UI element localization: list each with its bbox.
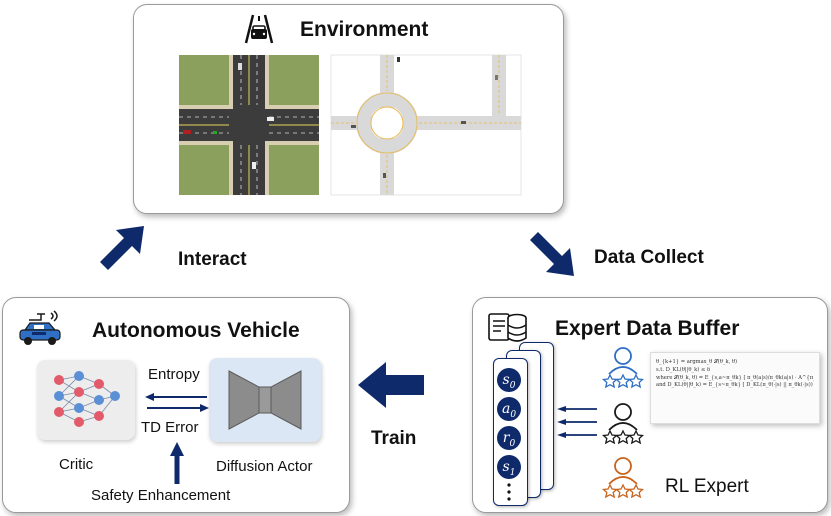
road-icon	[244, 14, 274, 44]
formula-line-3: where 𝓛(θ_k, θ) = E_{s,a~π_θk} [ π_θ(a|s…	[656, 374, 814, 381]
entropy-arrow	[145, 393, 207, 401]
car-icon	[19, 310, 61, 345]
td-error-label: TD Error	[141, 419, 199, 436]
train-arrow	[358, 362, 424, 408]
diffusion-model-icon	[228, 370, 302, 430]
expert-black-icon	[601, 403, 645, 445]
environment-panel: Environment	[133, 4, 564, 214]
roundabout-image	[330, 54, 522, 196]
actor-label: Diffusion Actor	[216, 458, 313, 475]
formula-line-4: and D̄_KL(θ||θ_k) = E_{s~π_θk} [ D_KL(π_…	[656, 382, 814, 389]
token-r0: r0	[497, 426, 521, 450]
buffer-title: Expert Data Buffer	[555, 317, 740, 340]
safety-arrow	[170, 442, 184, 484]
autonomous-vehicle-panel: Autonomous Vehicle Critic Diffusion Acto…	[2, 297, 350, 513]
token-s1: s1	[497, 455, 521, 479]
database-icon	[488, 313, 527, 342]
formula-line-1: θ_{k+1} = argmax_θ 𝓛(θ_k, θ)	[656, 359, 738, 365]
critic-label: Critic	[59, 456, 94, 473]
interact-label: Interact	[178, 249, 247, 270]
data-collect-label: Data Collect	[594, 247, 704, 268]
safety-label: Safety Enhancement	[91, 487, 231, 504]
rl-expert-label: RL Expert	[665, 476, 749, 497]
diffusion-actor-card	[209, 358, 321, 442]
expert-orange-icon	[601, 457, 645, 499]
neural-network-icon	[54, 371, 120, 427]
data-collect-arrow	[530, 232, 574, 276]
ellipsis-dots	[507, 483, 511, 501]
formula-card: θ_{k+1} = argmax_θ 𝓛(θ_k, θ) s.t. D̄_KL(…	[650, 352, 820, 424]
expert-buffer-panel: Expert Data Buffer s0 a0 r0 s1	[472, 297, 828, 513]
formula-line-2: s.t. D̄_KL(θ||θ_k) ≤ δ	[656, 366, 711, 373]
intersection-image	[179, 55, 319, 195]
token-s0: s0	[497, 368, 521, 392]
train-label: Train	[371, 428, 417, 449]
expert-blue-icon	[601, 347, 645, 389]
td-error-arrow	[147, 404, 209, 412]
environment-title: Environment	[300, 18, 429, 41]
entropy-label: Entropy	[148, 366, 200, 383]
input-arrows	[557, 406, 597, 438]
token-a0: a0	[497, 397, 521, 421]
vehicle-title: Autonomous Vehicle	[92, 319, 300, 342]
critic-card	[37, 360, 135, 440]
interact-arrow	[100, 226, 144, 270]
